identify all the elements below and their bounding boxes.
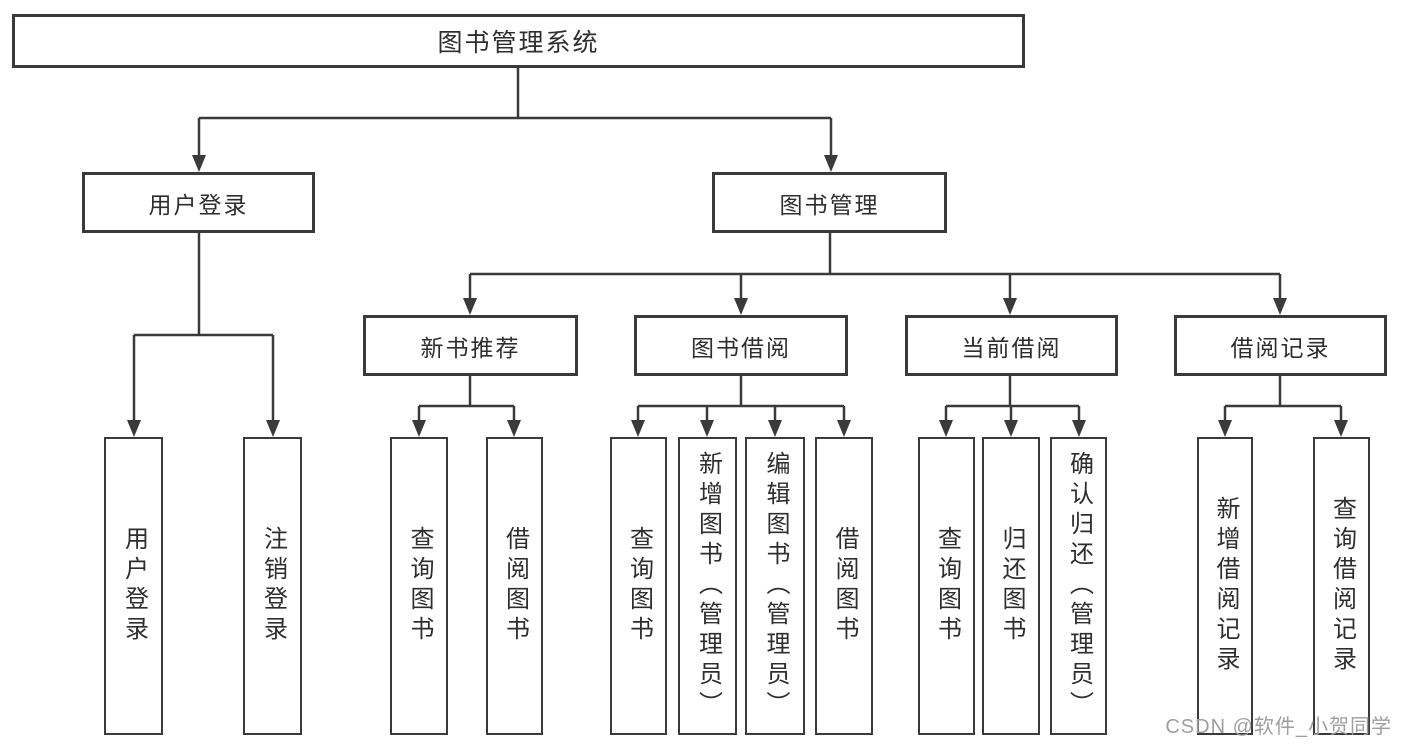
arrowheads [127, 155, 1348, 437]
leaf-query-books-current: 查询图书 [918, 437, 975, 735]
connector-lines [132, 68, 1343, 422]
leaf-logout: 注销登录 [243, 437, 302, 735]
node-new-book-recommendation: 新书推荐 [363, 315, 578, 376]
leaf-query-books-borrow: 查询图书 [610, 437, 667, 735]
leaf-return-book: 归还图书 [982, 437, 1040, 735]
leaf-query-books-recommend: 查询图书 [390, 437, 448, 735]
leaf-query-borrow-record: 查询借阅记录 [1313, 437, 1370, 735]
csdn-watermark: CSDN @软件_小贺同学 [1165, 716, 1392, 738]
leaf-add-borrow-record: 新增借阅记录 [1197, 437, 1253, 735]
leaf-add-book-admin: 新增图书（管理员） [678, 437, 737, 735]
node-current-borrowing: 当前借阅 [905, 315, 1118, 376]
node-user-login: 用户登录 [82, 172, 315, 233]
leaf-borrow-books-recommend: 借阅图书 [486, 437, 543, 735]
node-library-management-system: 图书管理系统 [12, 14, 1025, 68]
node-book-management: 图书管理 [712, 172, 947, 233]
leaf-confirm-return-admin: 确认归还（管理员） [1050, 437, 1107, 735]
leaf-user-login: 用户登录 [104, 437, 163, 735]
leaf-edit-book-admin: 编辑图书（管理员） [745, 437, 805, 735]
node-borrowing-records: 借阅记录 [1174, 315, 1387, 376]
leaf-borrow-books: 借阅图书 [815, 437, 873, 735]
node-book-borrowing: 图书借阅 [634, 315, 848, 376]
